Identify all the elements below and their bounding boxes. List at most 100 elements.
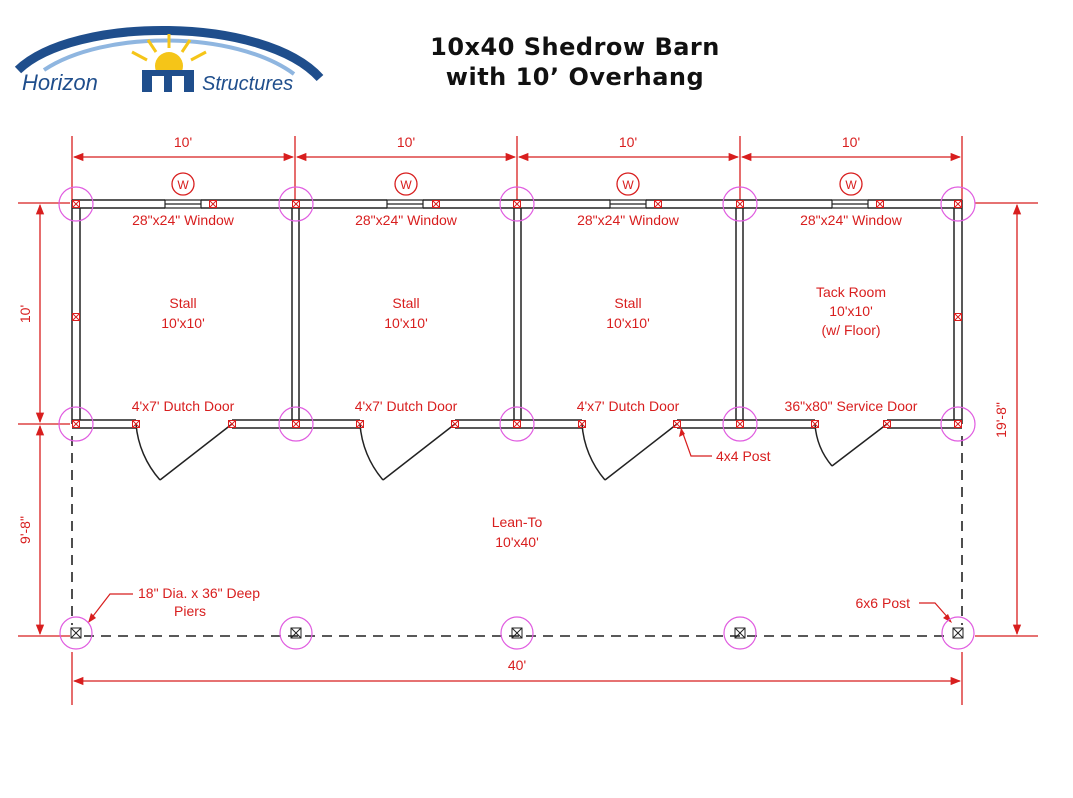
window-markers: W W W W: [171, 172, 863, 196]
pier: [59, 616, 93, 650]
wall-post-mark: [72, 200, 80, 208]
pier: [723, 616, 757, 650]
callout-4x4-post: 4x4 Post: [716, 448, 771, 464]
post-circle: [58, 186, 94, 222]
window-label-2: 28"x24" Window: [355, 212, 458, 228]
post-circle: [499, 186, 535, 222]
room-size-4: 10'x10': [829, 303, 873, 319]
post-circle: [722, 186, 758, 222]
post-circle: [940, 186, 976, 222]
post-circle: [722, 406, 758, 442]
piers: [59, 616, 975, 650]
door-label-2: 4'x7' Dutch Door: [355, 398, 458, 414]
room-size-3: 10'x10': [606, 315, 650, 331]
dim-right-total: 19'-8": [993, 402, 1009, 438]
windows: [164, 199, 869, 209]
dim-bay-4: 10': [842, 134, 860, 150]
wall-post-mark: [954, 200, 962, 208]
callout-6x6-post: 6x6 Post: [856, 595, 911, 611]
window-marker-3: W: [622, 178, 634, 192]
room-name-1: Stall: [169, 295, 196, 311]
wall-post-mark: [578, 420, 586, 428]
horizon-structures-logo: Horizon Structures: [14, 25, 324, 95]
corner-posts: [58, 186, 976, 442]
room-size-2: 10'x10': [384, 315, 428, 331]
wall-post-mark: [954, 313, 962, 321]
dimension-labels: 10' 10' 10' 10' 10' 9'-8" 19'-8" 40': [17, 134, 1009, 673]
logo-arc: [14, 25, 324, 82]
room-extra-4: (w/ Floor): [821, 322, 880, 338]
barn-icon: [142, 70, 194, 92]
post-circle: [278, 406, 314, 442]
window-label-1: 28"x24" Window: [132, 212, 235, 228]
callout-piers-line2: Piers: [174, 603, 206, 619]
pier: [279, 616, 313, 650]
wall-post-mark: [811, 420, 819, 428]
service-door: [814, 423, 888, 467]
wall-post-mark: [228, 420, 236, 428]
extension-lines: [18, 136, 1038, 705]
pier: [500, 616, 534, 650]
window-label-3: 28"x24" Window: [577, 212, 680, 228]
wall-post-mark: [876, 200, 884, 208]
wall-post-mark: [356, 420, 364, 428]
post-circle: [940, 406, 976, 442]
post-marks: [72, 200, 962, 428]
post-circle: [499, 406, 535, 442]
drawing-title: 10x40 Shedrow Barn with 10’ Overhang: [380, 32, 770, 92]
window-label-4: 28"x24" Window: [800, 212, 903, 228]
room-size-1: 10'x10': [161, 315, 205, 331]
post-circle: [58, 406, 94, 442]
wall-post-mark: [72, 420, 80, 428]
wall-post-mark: [432, 200, 440, 208]
lean-to-size: 10'x40': [495, 534, 539, 550]
logo-left-word: Horizon: [22, 70, 98, 95]
room-name-3: Stall: [614, 295, 641, 311]
doors: [135, 423, 888, 481]
window-marker-2: W: [400, 178, 412, 192]
dutch-door-1: [135, 423, 233, 481]
wall-post-mark: [292, 200, 300, 208]
wall-post-mark: [292, 420, 300, 428]
window-marker-4: W: [845, 178, 857, 192]
dim-bottom-total: 40': [508, 657, 526, 673]
wall-post-mark: [883, 420, 891, 428]
lean-to-name: Lean-To: [492, 514, 543, 530]
dim-left-upper: 10': [17, 305, 33, 323]
wall-post-mark: [72, 313, 80, 321]
wall-post-mark: [209, 200, 217, 208]
callouts: 4x4 Post 18" Dia. x 36" Deep Piers 6x6 P…: [88, 427, 952, 623]
wall-post-mark: [513, 200, 521, 208]
title-line-2: with 10’ Overhang: [445, 63, 705, 91]
wall-post-mark: [132, 420, 140, 428]
dim-left-lower: 9'-8": [17, 516, 33, 544]
wall-post-mark: [673, 420, 681, 428]
door-label-3: 4'x7' Dutch Door: [577, 398, 680, 414]
window-marker-1: W: [177, 178, 189, 192]
room-name-2: Stall: [392, 295, 419, 311]
title-line-1: 10x40 Shedrow Barn: [430, 33, 720, 61]
dim-bay-2: 10': [397, 134, 415, 150]
post-circle: [278, 186, 314, 222]
logo-right-word: Structures: [202, 73, 293, 95]
door-label-1: 4'x7' Dutch Door: [132, 398, 235, 414]
wall-post-mark: [451, 420, 459, 428]
callout-piers-line1: 18" Dia. x 36" Deep: [138, 585, 260, 601]
wall-post-mark: [513, 420, 521, 428]
wall-post-mark: [736, 420, 744, 428]
dimension-lines: [35, 152, 1022, 686]
wall-post-mark: [954, 420, 962, 428]
dim-bay-3: 10': [619, 134, 637, 150]
dim-bay-1: 10': [174, 134, 192, 150]
wall-post-mark: [736, 200, 744, 208]
dutch-door-3: [581, 423, 678, 481]
pier: [941, 616, 975, 650]
dutch-door-2: [359, 423, 456, 481]
lean-to-outline: [71, 436, 963, 637]
room-labels: 28"x24" Window 28"x24" Window 28"x24" Wi…: [132, 212, 918, 550]
door-label-4: 36"x80" Service Door: [785, 398, 918, 414]
wall-post-mark: [654, 200, 662, 208]
room-name-4: Tack Room: [816, 284, 886, 300]
